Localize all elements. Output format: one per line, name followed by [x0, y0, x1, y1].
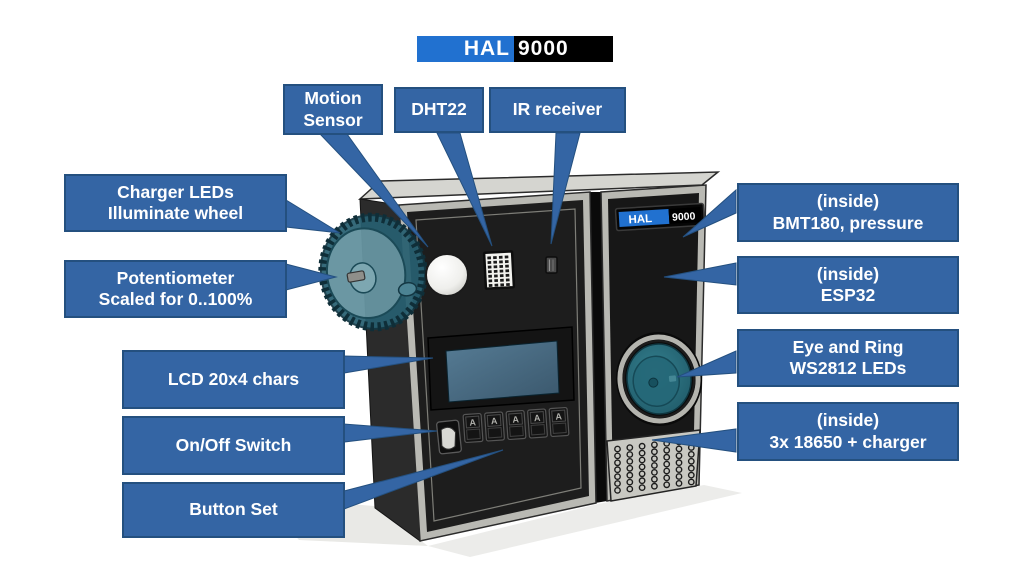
motion-sensor-dome: [425, 253, 469, 297]
label-motion-sensor-text: Motion Sensor: [303, 88, 363, 130]
pointer-eye: [676, 350, 737, 378]
pointer-ir: [550, 132, 581, 245]
front-panel-pinstripe: [415, 208, 582, 522]
label-charger-leds: Charger LEDs Illuminate wheel: [64, 174, 287, 232]
callout-pointers: [285, 132, 737, 510]
label-button-set: Button Set: [122, 482, 345, 538]
potentiometer-wheel: [318, 212, 428, 332]
hal-eye: [615, 332, 703, 426]
label-bmt180: (inside) BMT180, pressure: [737, 183, 959, 242]
svg-text:9000: 9000: [672, 210, 696, 223]
label-eye-ring: Eye and Ring WS2812 LEDs: [737, 329, 959, 387]
wheel-axle: [346, 270, 366, 283]
label-battery-text: (inside) 3x 18650 + charger: [769, 410, 927, 452]
pointer-dht22: [436, 132, 493, 247]
label-battery: (inside) 3x 18650 + charger: [737, 402, 959, 461]
label-ir-receiver-text: IR receiver: [512, 99, 603, 120]
label-potentiometer-text: Potentiometer Scaled for 0..100%: [98, 267, 253, 309]
hal-nameplate: HAL 9000: [614, 202, 706, 232]
label-charger-leds-text: Charger LEDs Illuminate wheel: [107, 181, 244, 223]
label-ir-receiver: IR receiver: [489, 87, 626, 133]
title-hal: HAL: [417, 36, 514, 62]
title-9000: 9000: [514, 36, 613, 62]
label-dht22: DHT22: [394, 87, 484, 133]
page-title: HAL 9000: [417, 36, 613, 62]
svg-text:A: A: [534, 413, 542, 423]
label-motion-sensor: Motion Sensor: [283, 84, 383, 135]
label-onoff-switch: On/Off Switch: [122, 416, 345, 475]
label-esp32-text: (inside) ESP32: [816, 263, 880, 305]
label-bmt180-text: (inside) BMT180, pressure: [772, 191, 924, 233]
label-esp32: (inside) ESP32: [737, 256, 959, 314]
pointer-bmt180: [682, 188, 737, 238]
label-lcd: LCD 20x4 chars: [122, 350, 345, 409]
power-switch: [436, 419, 462, 455]
svg-text:A: A: [491, 416, 499, 426]
pointer-battery: [651, 428, 737, 453]
ir-receiver-part: [545, 256, 558, 274]
label-dht22-text: DHT22: [411, 99, 467, 120]
lcd-display: [427, 326, 575, 411]
label-lcd-text: LCD 20x4 chars: [167, 368, 300, 389]
svg-text:A: A: [469, 417, 477, 427]
dht22-sensor: [482, 250, 516, 290]
label-potentiometer: Potentiometer Scaled for 0..100%: [64, 260, 287, 318]
button-set: A A A A: [462, 406, 570, 444]
pointer-esp32: [663, 262, 737, 286]
svg-text:HAL: HAL: [628, 213, 652, 226]
label-onoff-switch-text: On/Off Switch: [175, 434, 292, 455]
svg-text:A: A: [512, 414, 520, 424]
pointer-charger: [285, 199, 341, 234]
label-eye-ring-text: Eye and Ring WS2812 LEDs: [789, 336, 907, 378]
speaker-grille: [606, 429, 701, 502]
svg-text:A: A: [555, 411, 563, 421]
label-button-set-text: Button Set: [189, 499, 278, 520]
